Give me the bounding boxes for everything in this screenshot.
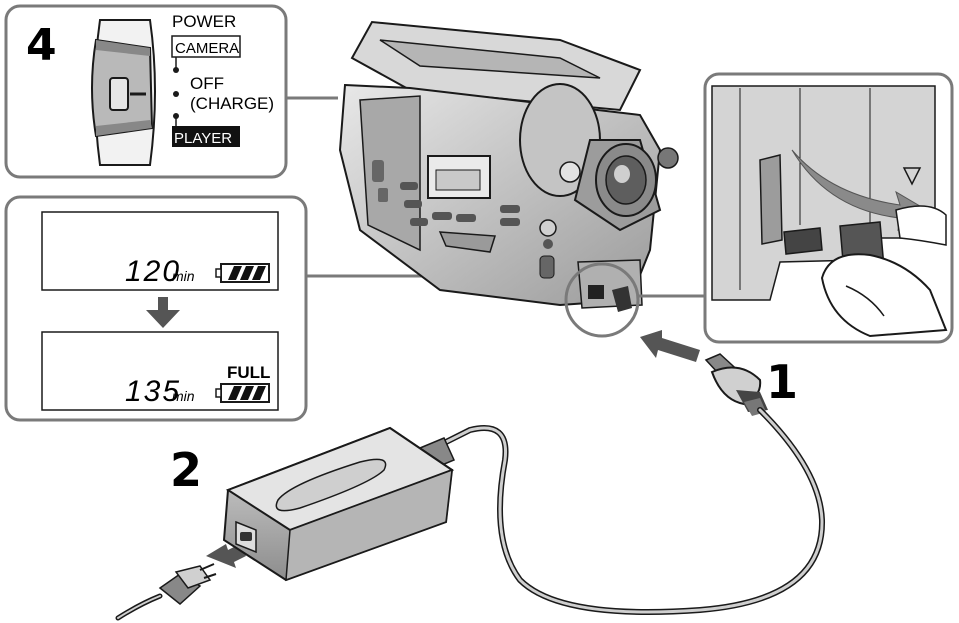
finger-icon <box>820 253 948 338</box>
step-1-label: 1 <box>766 355 798 409</box>
dc-cable <box>427 407 826 615</box>
lcd-display-panel: 120 min 135 min FULL <box>4 195 308 422</box>
arrow-to-camera-icon <box>640 330 700 362</box>
triangle-mark-icon <box>902 167 922 186</box>
player-label: PLAYER <box>174 130 232 147</box>
jack-highlight-circle <box>564 262 640 338</box>
step-4-label: 4 <box>26 20 57 71</box>
arrow-to-adapter-icon <box>206 544 246 568</box>
lcd-top-unit: min <box>172 268 195 284</box>
power-switch-panel: 4 POWER CAMERA OFF (CHARGE) PLAYER <box>4 4 288 179</box>
player-frame <box>172 126 240 147</box>
camcorder <box>338 20 679 312</box>
camera-label: CAMERA <box>175 40 239 57</box>
power-label: POWER <box>172 12 236 31</box>
charge-label: (CHARGE) <box>190 94 274 113</box>
dc-plug <box>704 353 768 416</box>
battery-icon-bottom <box>215 383 270 403</box>
off-label: OFF <box>190 74 224 93</box>
lcd-bottom-unit: min <box>172 388 195 404</box>
step-2-label: 2 <box>170 443 202 497</box>
lcd-top-time: 120 <box>125 255 181 288</box>
ac-cord <box>115 563 217 621</box>
ac-adapter <box>222 426 455 582</box>
arrow-down-icon <box>146 297 180 328</box>
camera-frame <box>171 35 241 58</box>
off-dot <box>173 91 179 97</box>
lcd-bottom-time: 135 <box>125 375 181 408</box>
battery-icon-top <box>215 263 270 283</box>
jack-detail-panel <box>703 72 954 344</box>
full-badge: FULL <box>227 363 270 382</box>
power-switch-icon <box>91 19 156 166</box>
